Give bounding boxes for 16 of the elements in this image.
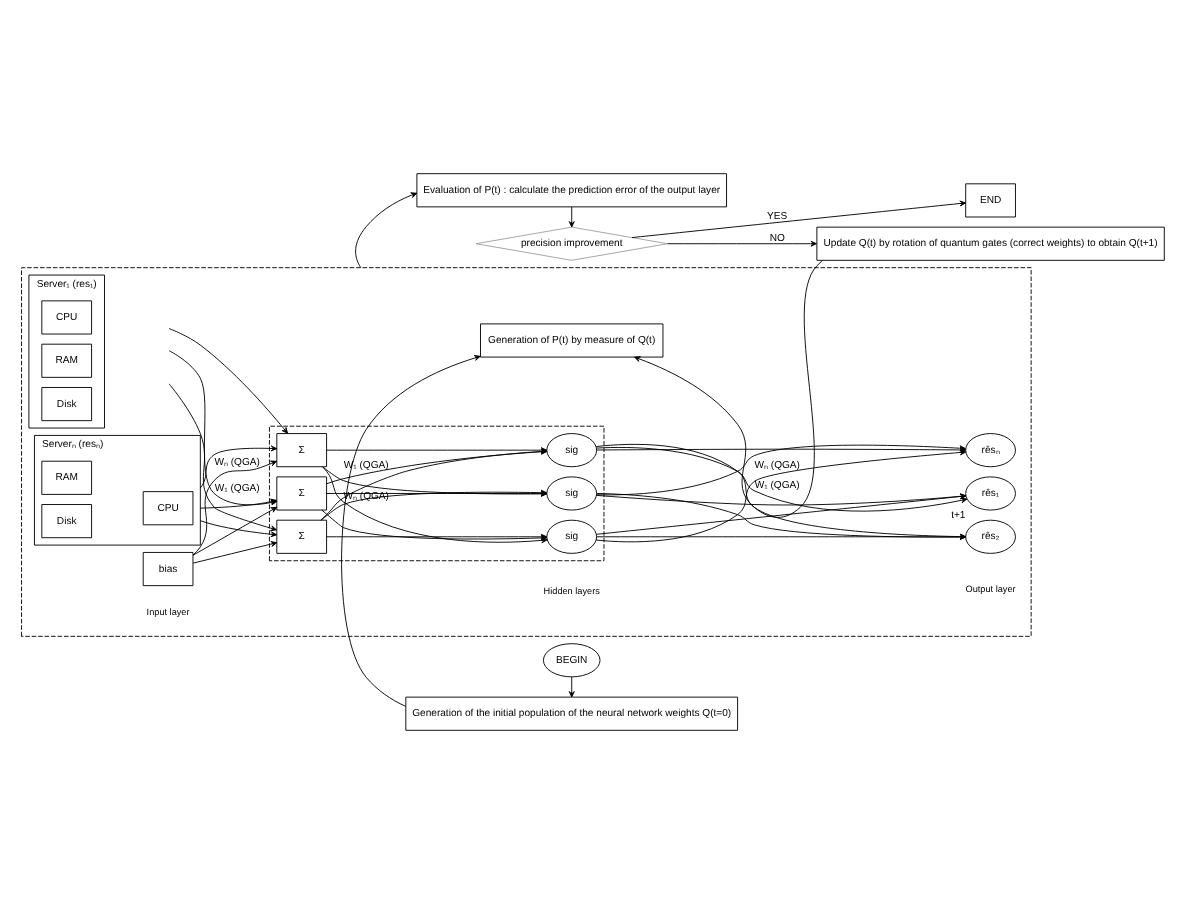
arrow: [568, 206, 575, 228]
cluster: [21, 267, 1032, 637]
arrow: [326, 448, 548, 485]
arrow: [192, 541, 278, 564]
arrow: [667, 240, 817, 247]
arrow: [341, 355, 481, 707]
arrow: [634, 260, 823, 518]
arrow: [192, 506, 278, 556]
arrow: [326, 447, 548, 454]
arrow: [168, 328, 285, 430]
arrow: [568, 676, 575, 698]
arrow: [631, 200, 967, 239]
arrow: [199, 445, 278, 489]
arrow: [199, 520, 278, 538]
arrow: [596, 493, 967, 506]
arrow: [355, 192, 418, 269]
